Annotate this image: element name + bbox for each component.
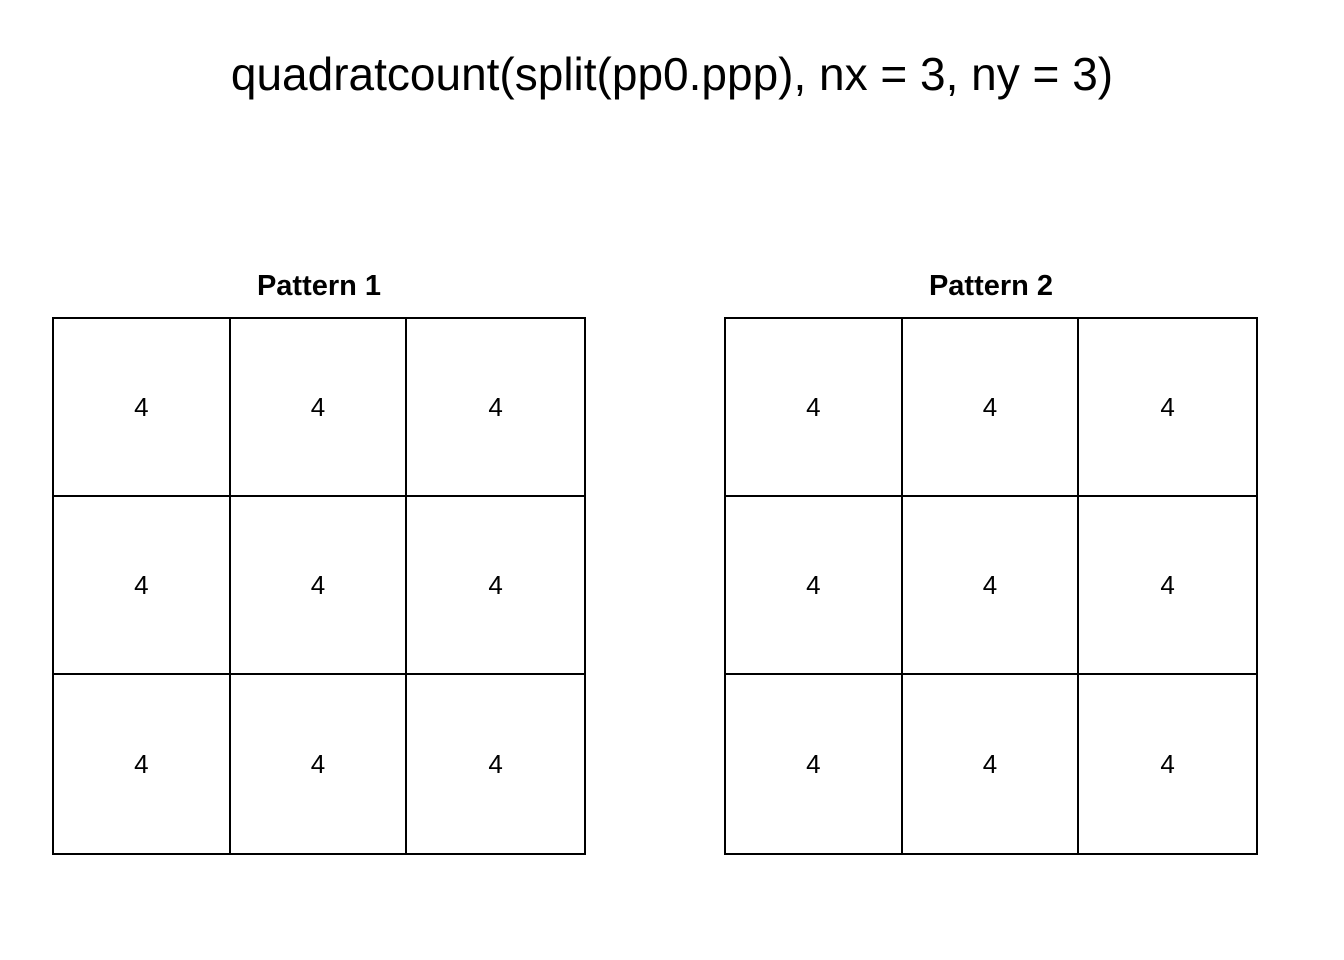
quadrat-count-cell: 4 [230,497,408,675]
quadrat-count-cell: 4 [726,497,903,675]
quadrat-count-cell: 4 [902,319,1080,497]
quadrat-count-cell: 4 [903,675,1080,853]
quadrat-count-cell: 4 [54,319,231,497]
quadrat-count-cell: 4 [407,319,584,497]
quadrat-count-cell: 4 [488,748,503,779]
quadrat-count-cell: 4 [726,675,903,853]
panel-title: Pattern 1 [256,270,382,302]
quadrat-count-cell: 4 [1079,497,1256,675]
quadrat-count-cell: 4 [726,319,903,497]
quadrat-count-cell: 4 [1160,748,1175,779]
panel-title: Pattern 2 [928,270,1054,302]
quadrat-count-cell: 4 [54,497,231,675]
quadrat-count-cell: 4 [231,675,408,853]
quadrat-count-cell: 4 [902,497,1080,675]
quadrat-count-cell: 4 [230,319,408,497]
quadrat-count-cell: 4 [1079,319,1256,497]
plot-title: quadratcount(split(pp0.ppp), nx = 3, ny … [230,48,1114,100]
quadrat-count-cell: 4 [54,675,231,853]
quadrat-count-cell: 4 [407,497,584,675]
